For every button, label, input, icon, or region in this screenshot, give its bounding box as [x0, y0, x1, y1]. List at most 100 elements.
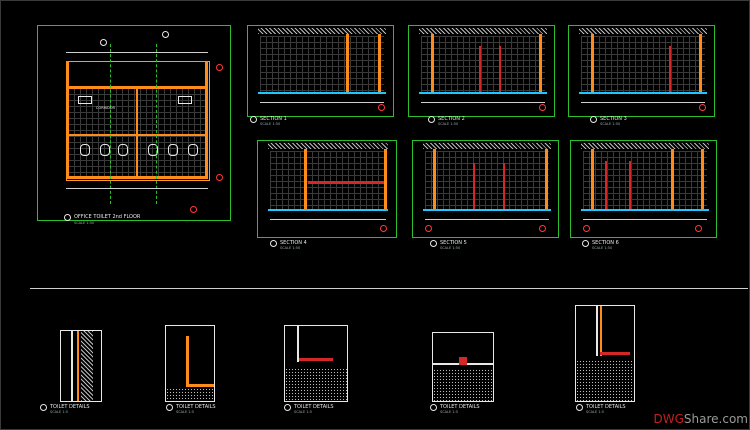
detail-4-drain: [459, 357, 467, 365]
plan-wall-north: [66, 86, 208, 89]
plan-wall-south: [66, 176, 208, 179]
title-bubble-icon: [64, 214, 71, 221]
section-5-sheet: [412, 140, 559, 238]
section-6-door: [629, 161, 631, 209]
plan-wall-right: [205, 61, 208, 179]
section-5-dimension: [425, 219, 549, 220]
section-1-scale: SCALE 1:50: [260, 122, 281, 126]
detail-1-layer: [77, 331, 79, 401]
grid-bubble-icon: [380, 225, 387, 232]
section-2-door: [499, 46, 501, 92]
section-2-wall: [431, 34, 434, 92]
detail-2-box: [165, 325, 215, 402]
plan-dimension: [66, 188, 208, 189]
watermark-brand: DWG: [653, 412, 684, 426]
section-5-wall: [545, 149, 548, 209]
detail-1-title: TOILET DETAILS: [50, 404, 90, 410]
section-1-floor: [258, 92, 386, 94]
section-4-scale: SCALE 1:50: [280, 246, 301, 250]
detail-2-slab: [166, 388, 214, 401]
section-4-dimension: [270, 219, 386, 220]
plan-wall-left: [66, 61, 69, 179]
section-2-tiles: [421, 36, 545, 92]
section-4-wall: [384, 149, 387, 209]
detail-3-bubble-icon: [284, 404, 291, 411]
detail-1-box: [60, 330, 102, 402]
detail-2-layer: [186, 384, 214, 387]
toilet-fixture: [188, 144, 198, 156]
watermark-logo: DWGShare.com: [654, 412, 748, 426]
detail-4-title: TOILET DETAILS: [440, 404, 480, 410]
section-4-title: SECTION 4: [280, 240, 307, 246]
detail-5-title: TOILET DETAILS: [586, 404, 626, 410]
detail-3-drain: [299, 358, 333, 361]
section-1-title: SECTION 1: [260, 116, 287, 122]
detail-2-scale: SCALE 1:5: [176, 410, 194, 414]
section-1-ceiling: [258, 28, 386, 34]
detail-5-bubble-icon: [576, 404, 583, 411]
detail-1-hatch: [81, 331, 93, 401]
north-marker-icon: [100, 39, 107, 46]
section-6-floor: [581, 209, 709, 211]
section-4-wall: [304, 149, 307, 209]
section-1-wall: [346, 34, 349, 92]
section-5-ceiling: [423, 143, 551, 149]
grid-bubble-icon: [216, 174, 223, 181]
section-2-floor: [419, 92, 547, 94]
sheet-divider: [30, 288, 748, 289]
section-3-sheet: [568, 25, 715, 117]
section-2-scale: SCALE 1:50: [438, 122, 459, 126]
toilet-fixture: [148, 144, 158, 156]
section-5-bubble-icon: [430, 240, 437, 247]
section-4-bubble-icon: [270, 240, 277, 247]
plan-axis: [156, 44, 157, 204]
detail-3-scale: SCALE 1:5: [294, 410, 312, 414]
section-3-wall: [591, 34, 594, 92]
section-6-wall: [701, 149, 704, 209]
detail-4-bubble-icon: [430, 404, 437, 411]
section-2-title: SECTION 2: [438, 116, 465, 122]
detail-3-slab: [285, 368, 347, 401]
section-5-door: [473, 163, 475, 209]
detail-3-layer: [297, 326, 299, 362]
detail-1-layer: [71, 331, 73, 401]
grid-bubble-icon: [695, 225, 702, 232]
section-3-scale: SCALE 1:50: [600, 122, 621, 126]
section-3-tiles: [581, 36, 705, 92]
section-4-ceiling: [268, 143, 388, 149]
section-1-wall: [378, 34, 381, 92]
detail-2-title: TOILET DETAILS: [176, 404, 216, 410]
grid-bubble-icon: [190, 206, 197, 213]
section-2-dimension: [421, 102, 545, 103]
detail-1-scale: SCALE 1:5: [50, 410, 68, 414]
basin-fixture: [78, 96, 92, 104]
section-2-door: [479, 46, 481, 92]
toilet-fixture: [118, 144, 128, 156]
section-6-sheet: [570, 140, 717, 238]
basin-fixture: [178, 96, 192, 104]
floor-plan-sheet: CORRIDOR OFFICE TOILET 2nd FLOOR SCALE 1…: [37, 25, 231, 225]
detail-3-title: TOILET DETAILS: [294, 404, 334, 410]
section-6-ceiling: [581, 143, 709, 149]
section-5-tiles: [425, 151, 549, 209]
section-6-scale: SCALE 1:50: [592, 246, 613, 250]
section-6-dimension: [583, 219, 707, 220]
detail-5-layer: [600, 306, 602, 356]
section-4-tiles: [270, 151, 386, 209]
section-3-wall: [699, 34, 702, 92]
detail-1-bubble-icon: [40, 404, 47, 411]
section-1-tiles: [260, 36, 384, 92]
section-6-door: [605, 161, 607, 209]
watermark-suffix: Share.com: [683, 412, 748, 426]
section-3-partition: [669, 46, 671, 92]
detail-5-box: [575, 305, 635, 402]
section-1-sheet: [247, 25, 394, 117]
toilet-fixture: [80, 144, 90, 156]
section-2-ceiling: [419, 28, 547, 34]
room-label: CORRIDOR: [96, 106, 115, 110]
grid-bubble-icon: [699, 104, 706, 111]
detail-3-box: [284, 325, 348, 402]
plan-wall-center: [136, 88, 138, 178]
north-marker-icon: [162, 31, 169, 38]
detail-2-bubble-icon: [166, 404, 173, 411]
